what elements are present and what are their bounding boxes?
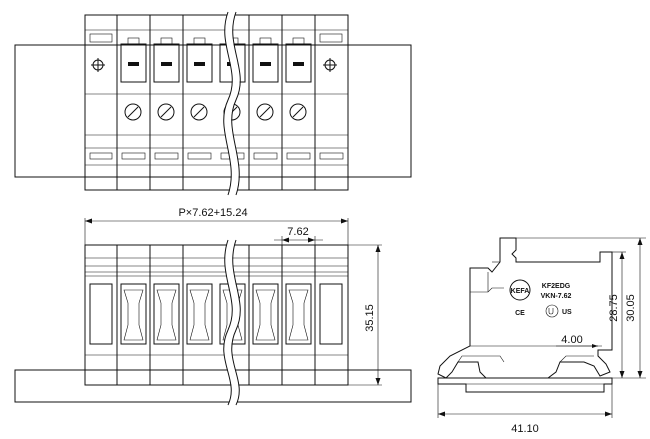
break-line xyxy=(224,10,240,197)
dimension-front-height: 35.15 xyxy=(348,244,382,386)
mounting-hole-icon xyxy=(91,58,105,72)
side-width-label: 41.10 xyxy=(511,423,539,435)
ce-mark: CE xyxy=(515,310,525,317)
top-view-bottom-slots xyxy=(89,152,344,160)
side-view-profile xyxy=(437,237,613,379)
side-view-din-rail xyxy=(437,377,613,393)
front-view-body xyxy=(84,244,349,386)
front-view: P×7.62+15.24 7.62 35.15 xyxy=(14,207,412,407)
screw-icon xyxy=(124,103,307,121)
dimension-side-offset: 4.00 xyxy=(556,334,602,348)
side-height-outer-label: 30.05 xyxy=(625,294,637,322)
product-label: KEFA KF2EDG VKN-7.62 CE US xyxy=(509,279,572,318)
kefa-logo-icon xyxy=(509,279,531,301)
model-line-1: KF2EDG xyxy=(542,283,571,290)
top-view-pole-dividers xyxy=(116,15,316,190)
top-view-body xyxy=(84,14,349,191)
overall-length-label: P×7.62+15.24 xyxy=(178,207,247,219)
top-view xyxy=(14,10,412,197)
top-view-din-rail xyxy=(14,44,412,178)
front-view-din-rail xyxy=(14,369,412,403)
dimension-side-width: 41.10 xyxy=(437,384,613,435)
logo-text: KEFA xyxy=(511,288,530,295)
pitch-label: 7.62 xyxy=(287,226,308,238)
ul-mark-icon xyxy=(545,304,559,318)
front-view-wire-openings xyxy=(120,283,312,345)
dimension-side-height-outer: 30.05 xyxy=(516,237,646,379)
model-line-2: VKN-7.62 xyxy=(541,293,572,300)
front-height-label: 35.15 xyxy=(364,304,376,332)
dimension-pitch: 7.62 xyxy=(274,226,323,258)
dimension-overall-length: P×7.62+15.24 xyxy=(84,207,349,245)
mounting-hole-icon xyxy=(323,58,337,72)
ul-mark-text: US xyxy=(562,309,572,316)
side-height-inner-label: 28.75 xyxy=(608,294,620,322)
dimension-side-height-inner: 28.75 xyxy=(608,251,626,378)
side-view: KEFA KF2EDG VKN-7.62 CE US 28.75 30.05 xyxy=(437,237,646,435)
front-view-pole-dividers xyxy=(116,245,316,385)
side-offset-label: 4.00 xyxy=(561,334,582,346)
